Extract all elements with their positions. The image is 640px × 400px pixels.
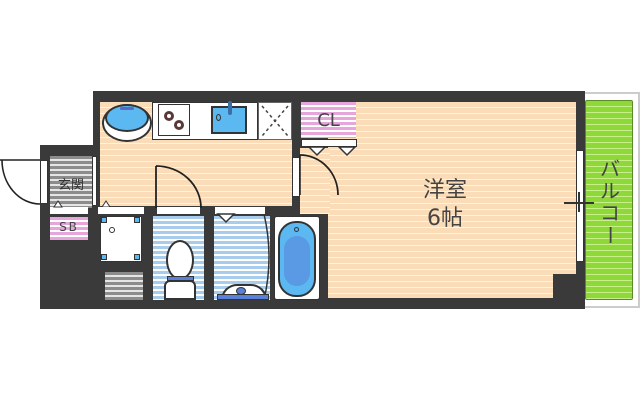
bathtub-drain-icon	[294, 227, 299, 232]
entrance-label: 玄関	[57, 178, 84, 193]
washer-corner	[101, 217, 107, 223]
wc-door-swing[interactable]	[155, 165, 203, 210]
western-room-size: 6帖	[427, 206, 463, 231]
burner-icon	[164, 111, 184, 130]
washbasin-tap	[120, 107, 134, 110]
drain-icon	[216, 114, 221, 121]
balcony-window[interactable]	[576, 150, 584, 262]
shoe-box-label: SB	[59, 220, 79, 234]
washer-corner	[134, 217, 140, 223]
closet-door-arrows	[307, 146, 357, 157]
entrance-arrows	[53, 200, 111, 208]
washer-drain-icon	[109, 227, 115, 233]
curtain-line	[263, 213, 270, 301]
entrance-floor	[50, 156, 92, 208]
closet-door-track[interactable]	[301, 139, 357, 147]
entrance-step	[92, 156, 97, 206]
balcony-floor	[585, 100, 633, 300]
bathtub-inner	[284, 236, 310, 286]
fridge-x-icon	[261, 105, 289, 137]
balcony-char: コ	[600, 201, 620, 225]
stove[interactable]	[158, 104, 190, 136]
washer-corner	[101, 254, 107, 260]
balcony-char: ー	[598, 225, 622, 245]
washroom-door-track[interactable]	[215, 207, 265, 214]
closet-label: CL	[317, 110, 340, 131]
balcony-label: バ ル コ ー	[595, 158, 625, 246]
shoebox-door-track[interactable]	[50, 207, 88, 214]
window-crosshair-v	[578, 192, 580, 212]
western-room-label: 洋室 6帖	[405, 177, 485, 233]
faucet-icon	[228, 101, 232, 115]
wash-basin-base	[217, 294, 269, 300]
washer-corner	[134, 254, 140, 260]
front-door-swing[interactable]	[0, 159, 44, 206]
room-door-frame	[292, 157, 300, 197]
western-room-name: 洋室	[422, 178, 467, 203]
western-room-floor	[328, 102, 576, 298]
wc-door-track[interactable]	[157, 207, 200, 214]
utility-shelf	[105, 272, 143, 300]
entrance-door-frame	[40, 160, 48, 204]
western-room-upper	[370, 102, 576, 132]
washroom-door-arrow	[216, 213, 236, 224]
toilet-tank	[164, 280, 196, 300]
corner-pillar	[553, 274, 577, 300]
closet[interactable]	[301, 102, 356, 138]
balcony-char: ル	[600, 179, 620, 203]
room-door-swing[interactable]	[299, 154, 340, 199]
shoe-box[interactable]	[50, 217, 88, 240]
toilet-bowl[interactable]	[166, 240, 194, 280]
balcony-char: バ	[600, 157, 620, 181]
washer-track	[98, 207, 144, 214]
